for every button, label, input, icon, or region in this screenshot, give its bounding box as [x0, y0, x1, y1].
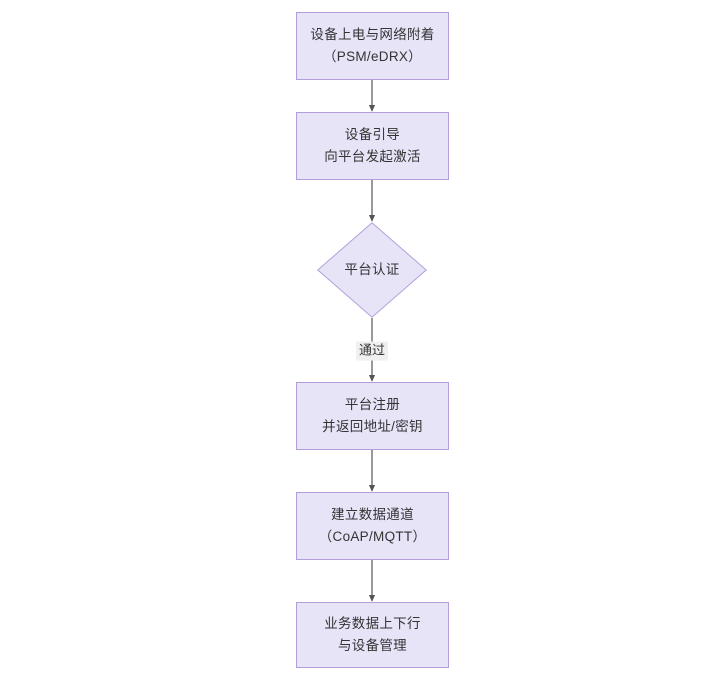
node-text-line: 设备引导 [344, 127, 401, 143]
node-text-line: 平台认证 [344, 262, 400, 278]
edge-label-e3: 通过 [355, 341, 389, 361]
node-text-line: 设备上电与网络附着 [310, 27, 435, 43]
node-text-line: 业务数据上下行 [324, 616, 421, 632]
node-platform-register[interactable]: 平台注册并返回地址/密钥 [296, 382, 449, 450]
node-text-line: （PSM/eDRX） [322, 49, 422, 64]
node-label-bootstrap: 设备引导向平台发起激活 [324, 124, 421, 168]
node-power-on[interactable]: 设备上电与网络附着 （PSM/eDRX） [296, 12, 449, 80]
node-data-channel[interactable]: 建立数据通道 （CoAP/MQTT） [296, 492, 449, 560]
node-text-line: 并返回地址/密钥 [322, 419, 423, 434]
node-label-business-data: 业务数据上下行与设备管理 [324, 613, 421, 657]
node-platform-auth[interactable]: 平台认证 [317, 222, 427, 318]
node-label-platform-register: 平台注册并返回地址/密钥 [322, 394, 423, 438]
node-business-data[interactable]: 业务数据上下行与设备管理 [296, 602, 449, 668]
node-text-line: （CoAP/MQTT） [318, 529, 427, 544]
node-text-line: 平台注册 [344, 397, 401, 413]
node-text-line: 建立数据通道 [331, 507, 414, 523]
node-label-data-channel: 建立数据通道 （CoAP/MQTT） [319, 504, 427, 548]
node-text-line: 向平台发起激活 [324, 149, 421, 164]
node-text-line: 与设备管理 [337, 638, 407, 653]
diamond-shape [317, 222, 427, 318]
node-bootstrap[interactable]: 设备引导向平台发起激活 [296, 112, 449, 180]
node-label-platform-auth: 平台认证 [344, 259, 399, 281]
node-label-power-on: 设备上电与网络附着 （PSM/eDRX） [310, 24, 434, 68]
